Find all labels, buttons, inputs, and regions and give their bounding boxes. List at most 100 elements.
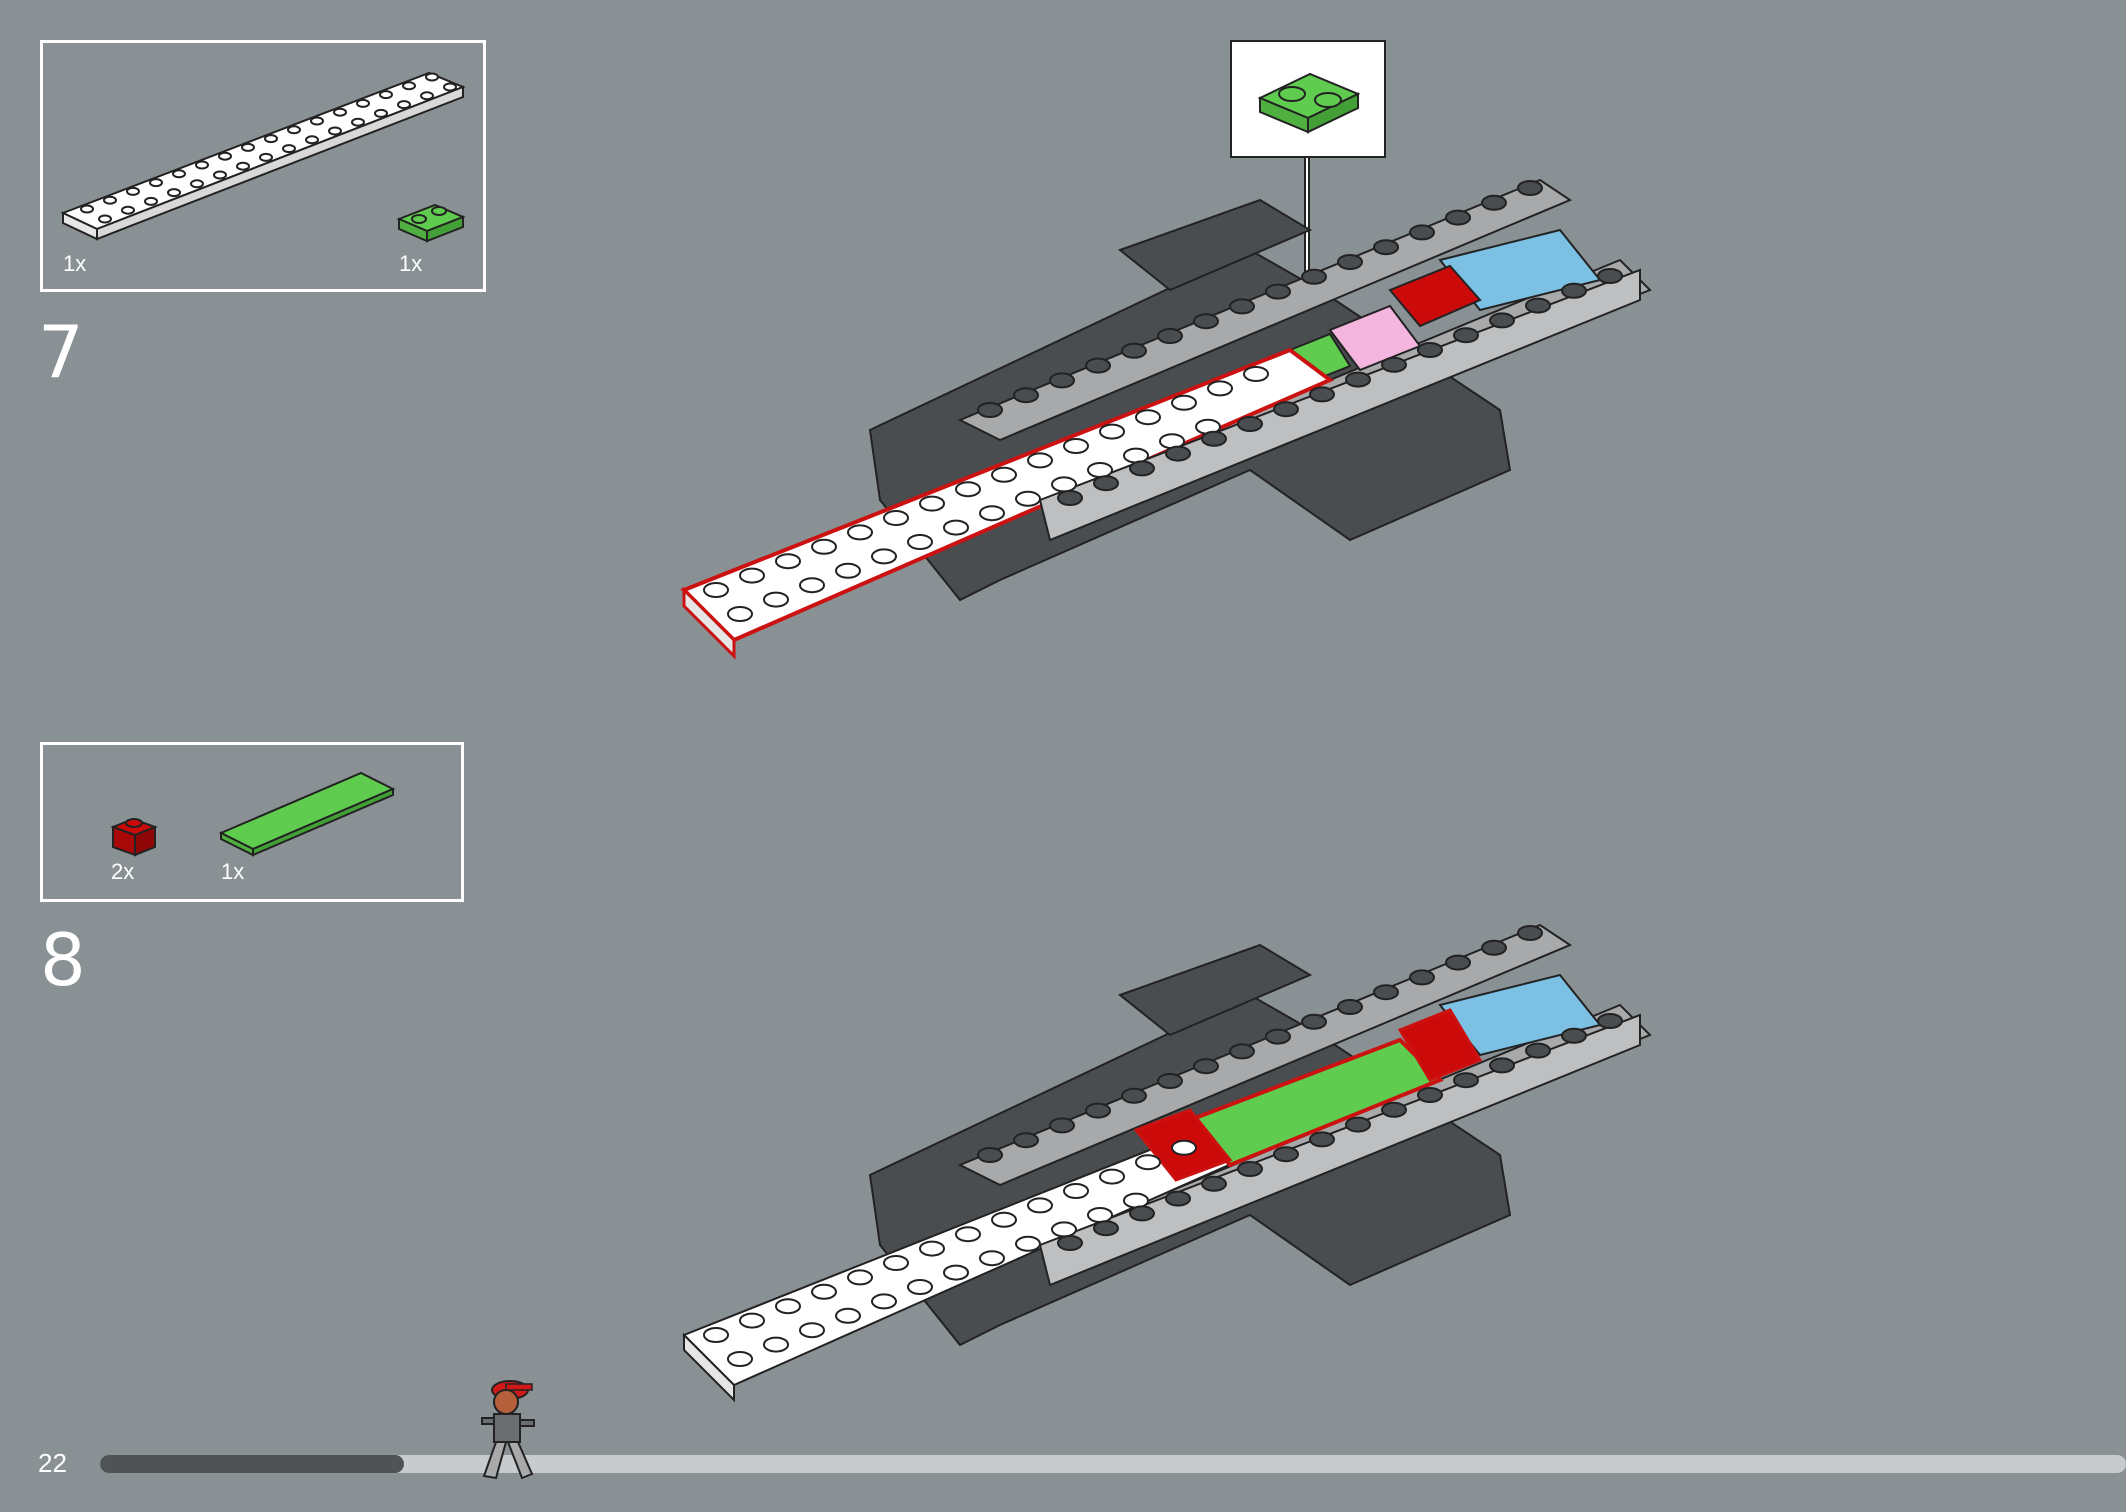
gray-stud [1337,999,1363,1015]
white-stud [1243,366,1269,382]
white-stud [871,548,897,565]
gray-stud [1273,401,1299,418]
white-stud [799,577,825,594]
stud [282,144,296,154]
white-stud [1015,1235,1041,1252]
step-7-callout [1230,40,1386,158]
gray-stud [1409,224,1435,241]
gray-stud [1517,180,1543,196]
white-stud [811,538,837,555]
gray-stud [1597,1013,1623,1029]
white-stud [1123,1192,1149,1209]
white-stud [775,1298,801,1315]
white-stud [1063,438,1089,454]
step-7-number: 7 [38,310,84,394]
white-stud [835,1307,861,1324]
gray-stud [1309,386,1335,403]
stud [213,170,227,180]
stud [402,81,416,91]
gray-stud [1229,298,1255,315]
white-stud [1135,1154,1161,1171]
gray-stud [1165,1190,1191,1207]
stud [190,179,204,189]
gray-stud [1013,387,1039,404]
step-7-part-1-qty: 1x [63,251,87,276]
stud [333,107,347,117]
white-stud [1063,1183,1089,1199]
gray-stud [1481,939,1507,956]
stud [351,117,365,127]
white-stud [955,1226,981,1243]
stud [149,178,163,188]
gray-stud [1517,925,1543,941]
gray-stud [1057,490,1083,506]
stud [287,125,301,135]
white-stud [1171,1139,1197,1156]
gray-stud [1085,1102,1111,1119]
white-stud [943,1264,969,1281]
white-stud [799,1322,825,1339]
white-stud [1207,380,1233,397]
gray-stud [1489,312,1515,329]
gray-stud [1301,1013,1327,1030]
gray-stud [1085,357,1111,374]
white-stud [847,524,873,541]
gray-stud [1409,969,1435,986]
white-stud [979,505,1005,522]
green-plate-1x2-icon [396,203,466,243]
gray-stud [1373,984,1399,1001]
step-8-number: 8 [40,918,86,1002]
page-number: 22 [38,1448,67,1478]
white-stud [1135,409,1161,426]
gray-stud [1561,1027,1587,1044]
gray-stud [1381,1101,1407,1118]
step-8-parts-box: 2x 1x [40,742,464,902]
stud [420,91,434,101]
gray-stud [1121,342,1147,359]
white-stud [763,591,789,608]
stud [425,72,439,82]
stud [126,186,140,196]
white-stud [907,1279,933,1295]
white-stud [775,553,801,570]
gray-stud [1093,1220,1119,1237]
gray-stud [1337,254,1363,270]
white-stud [835,562,861,579]
white-stud [883,1255,909,1271]
white-plate-2x16-icon [60,71,466,241]
white-stud [919,1240,945,1257]
gray-stud [1049,1117,1075,1134]
step-8-part-1-qty: 2x [111,859,135,884]
stud [264,134,278,144]
gray-stud [977,402,1003,418]
white-stud [1099,423,1125,440]
white-stud [739,567,765,584]
white-stud [1099,1168,1125,1185]
white-stud [979,1250,1005,1267]
gray-stud [1193,1058,1219,1075]
gray-stud [1301,268,1327,285]
gray-stud [1201,1175,1227,1192]
step-7-part-2-qty: 1x [399,251,423,276]
stud [195,160,209,170]
stud [305,135,319,145]
gray-stud [1013,1132,1039,1149]
gray-stud [1453,327,1479,344]
stud [98,214,112,224]
white-stud [955,481,981,498]
gray-stud [1193,313,1219,330]
white-stud [703,582,729,598]
stud [259,152,273,162]
stud [443,82,457,92]
stud [121,205,135,215]
running-minifigure-icon [481,1380,535,1480]
white-stud [943,519,969,536]
gray-stud [1057,1235,1083,1251]
stud [167,188,181,198]
white-stud [991,466,1017,483]
white-stud [1015,490,1041,507]
green-plate-1x2-icon [1257,72,1361,134]
stud [80,204,94,214]
gray-stud [1453,1072,1479,1089]
